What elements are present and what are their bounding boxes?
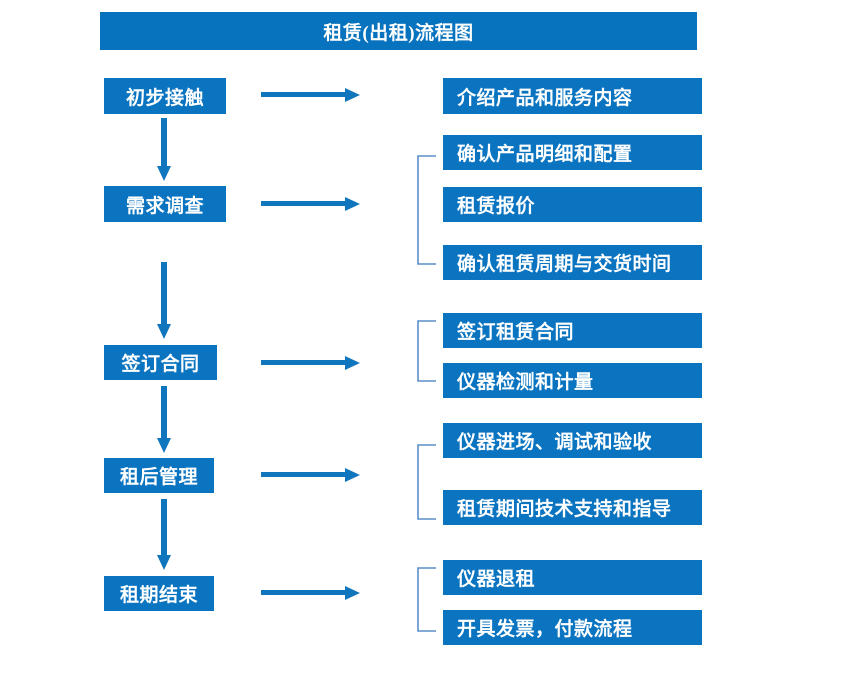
vertical-arrow-3 bbox=[157, 386, 171, 454]
stage-box-4[interactable]: 租后管理 bbox=[104, 458, 214, 493]
detail-box-3-1[interactable]: 签订租赁合同 bbox=[443, 313, 702, 348]
horizontal-arrow-5 bbox=[261, 586, 361, 600]
stage-box-1[interactable]: 初步接触 bbox=[104, 78, 226, 114]
group-bracket-4 bbox=[416, 444, 438, 520]
stage-box-2[interactable]: 需求调查 bbox=[104, 186, 226, 222]
detail-box-2-3[interactable]: 确认租赁周期与交货时间 bbox=[443, 245, 702, 280]
detail-box-5-2[interactable]: 开具发票，付款流程 bbox=[443, 610, 702, 645]
chart-title: 租赁(出租)流程图 bbox=[100, 12, 697, 50]
detail-box-1-1[interactable]: 介绍产品和服务内容 bbox=[443, 78, 702, 114]
group-bracket-5 bbox=[416, 567, 438, 632]
horizontal-arrow-3 bbox=[261, 356, 361, 370]
detail-box-4-2[interactable]: 租赁期间技术支持和指导 bbox=[443, 490, 702, 525]
group-bracket-2 bbox=[416, 155, 438, 265]
horizontal-arrow-1 bbox=[261, 88, 361, 102]
stage-box-3[interactable]: 签订合同 bbox=[104, 345, 217, 380]
detail-box-3-2[interactable]: 仪器检测和计量 bbox=[443, 363, 702, 398]
detail-box-2-1[interactable]: 确认产品明细和配置 bbox=[443, 135, 702, 170]
detail-box-5-1[interactable]: 仪器退租 bbox=[443, 560, 702, 595]
detail-box-4-1[interactable]: 仪器进场、调试和验收 bbox=[443, 423, 702, 458]
vertical-arrow-2 bbox=[157, 262, 171, 340]
vertical-arrow-1 bbox=[157, 118, 171, 182]
group-bracket-3 bbox=[416, 320, 438, 382]
vertical-arrow-4 bbox=[157, 499, 171, 571]
stage-box-5[interactable]: 租期结束 bbox=[104, 576, 214, 611]
horizontal-arrow-2 bbox=[261, 197, 361, 211]
detail-box-2-2[interactable]: 租赁报价 bbox=[443, 187, 702, 222]
horizontal-arrow-4 bbox=[261, 468, 361, 482]
